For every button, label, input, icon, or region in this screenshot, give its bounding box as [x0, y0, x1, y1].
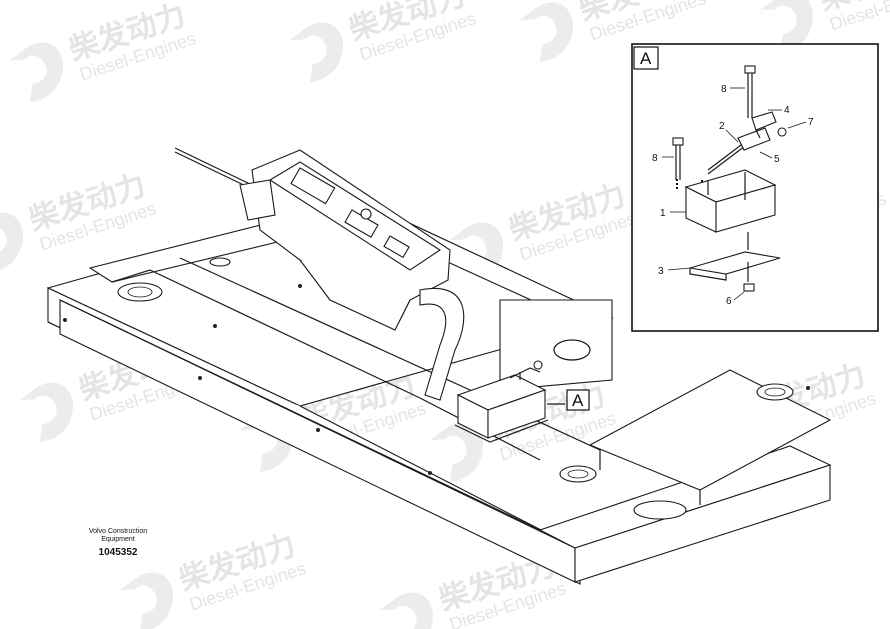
- watermark-logo: [520, 2, 574, 62]
- watermark-logo: [380, 592, 434, 629]
- control-console: [174, 147, 465, 401]
- callout-8-left: 8: [652, 153, 658, 164]
- drawing-number: 1045352: [99, 547, 138, 558]
- watermark-logo: [430, 422, 484, 482]
- watermark-logo: [20, 382, 74, 442]
- watermark-logo: [290, 22, 344, 82]
- callout-8-upper: 8: [721, 84, 727, 95]
- detail-view-a: A: [631, 43, 879, 332]
- watermark-logo: [0, 212, 24, 272]
- watermark-logo: [760, 0, 814, 52]
- callout-6: 6: [726, 296, 732, 307]
- callout-5: 5: [774, 154, 780, 165]
- callout-4: 4: [784, 105, 790, 116]
- callout-2: 2: [719, 121, 725, 132]
- watermark-logo: [10, 42, 64, 102]
- callout-7: 7: [808, 117, 814, 128]
- callout-1: 1: [660, 208, 666, 219]
- watermark-logo: [120, 572, 174, 629]
- drawing-caption: Volvo Construction Equipment 1045352: [89, 528, 147, 558]
- detail-reference: A: [566, 389, 590, 411]
- callout-3: 3: [658, 266, 664, 277]
- manufacturer-line2: Equipment: [101, 536, 135, 543]
- detail-title: A: [640, 49, 652, 68]
- machine-frame: [46, 199, 832, 585]
- detail-reference-label: A: [572, 391, 584, 410]
- relay-box-installed: [454, 360, 565, 443]
- manufacturer-line1: Volvo Construction: [89, 528, 147, 535]
